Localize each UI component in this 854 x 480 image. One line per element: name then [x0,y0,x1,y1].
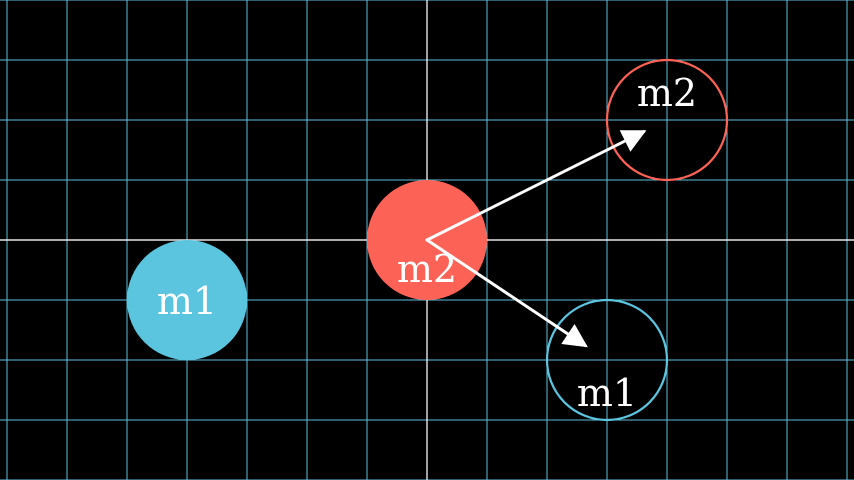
arrow-to-m2 [425,130,647,242]
arrow-to-m1 [425,238,588,348]
label-layer: m1 m2 m2 m1 [157,71,697,415]
mass-label-m1-outline: m1 [577,371,637,415]
mass-label-m2-solid: m2 [397,247,457,291]
mass-label-m2-outline: m2 [637,71,697,115]
mass-circle-m1-outline [545,298,669,422]
mass-circle-m2-outline [605,58,729,182]
mass-label-m1-solid: m1 [157,279,217,323]
arrow-layer [425,130,647,348]
mass-circle-m1-solid [127,240,247,360]
